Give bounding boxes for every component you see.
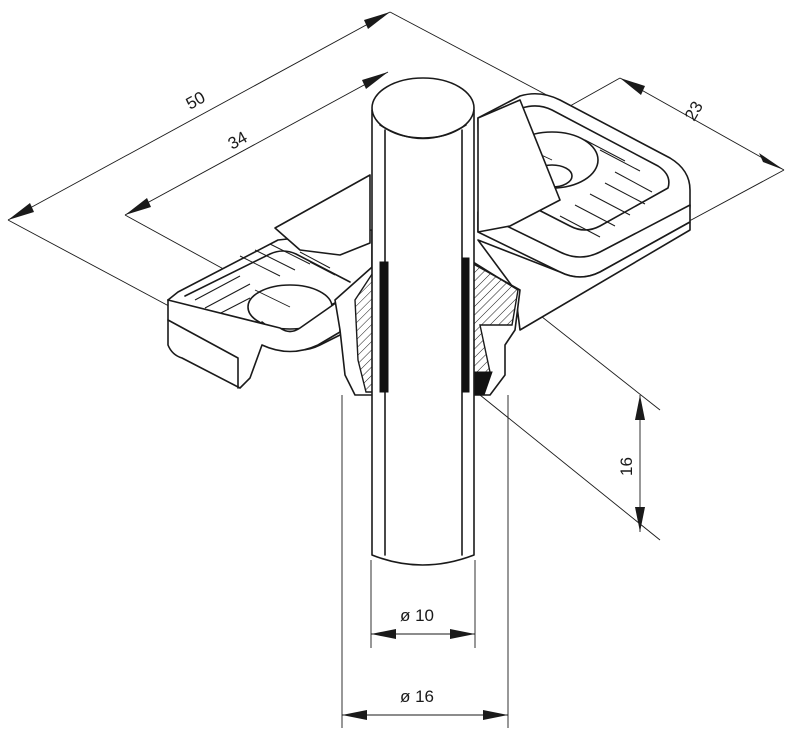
dim-23-ext-bottom	[679, 169, 785, 227]
pin-shaft	[371, 109, 475, 566]
pin-top-chamfer	[379, 124, 467, 140]
plate-top-band	[274, 174, 371, 256]
dimension-arrows	[8, 12, 784, 720]
plate-right-edge	[477, 221, 691, 331]
left-pad-knurl	[194, 243, 336, 317]
arrow-d10-left	[371, 629, 396, 639]
plate-top-band-right	[477, 99, 561, 233]
dim-23-line	[619, 77, 785, 171]
label-dim-d10: ø 10	[400, 606, 434, 625]
arrow-23-top	[620, 78, 645, 95]
label-dim-16: 16	[617, 457, 636, 476]
right-pad-top-face	[479, 105, 670, 231]
arrow-34-left	[125, 198, 151, 215]
dim-50-ext-right	[389, 11, 576, 111]
arrow-34-right	[362, 72, 388, 89]
dim-23-ext-top	[569, 77, 621, 107]
arrow-d16-left	[342, 710, 367, 720]
label-dim-23: 23	[681, 98, 707, 124]
pin	[371, 77, 475, 566]
arrow-50-right	[364, 12, 390, 29]
arrow-d16-right	[483, 710, 508, 720]
label-dim-50: 50	[183, 88, 209, 114]
pin-thread-left	[379, 261, 389, 393]
arrow-23-bottom	[759, 153, 784, 170]
dim-50-line	[7, 11, 391, 221]
left-hole-center	[254, 289, 291, 308]
arrow-16-top	[635, 395, 645, 420]
label-dim-34: 34	[225, 128, 251, 154]
left-plate-underside	[167, 299, 341, 389]
arrow-16-bottom	[635, 507, 645, 532]
flange-plate	[167, 92, 691, 389]
pin-thread-right	[461, 257, 470, 393]
arrow-50-left	[8, 203, 34, 220]
left-plate-edge	[167, 319, 239, 389]
dim-34-line	[124, 71, 389, 216]
dim-50-ext-left	[7, 219, 196, 321]
dim-16-ext-bottom	[479, 394, 661, 541]
label-dim-d16: ø 16	[400, 687, 434, 706]
arrow-d10-right	[450, 629, 475, 639]
